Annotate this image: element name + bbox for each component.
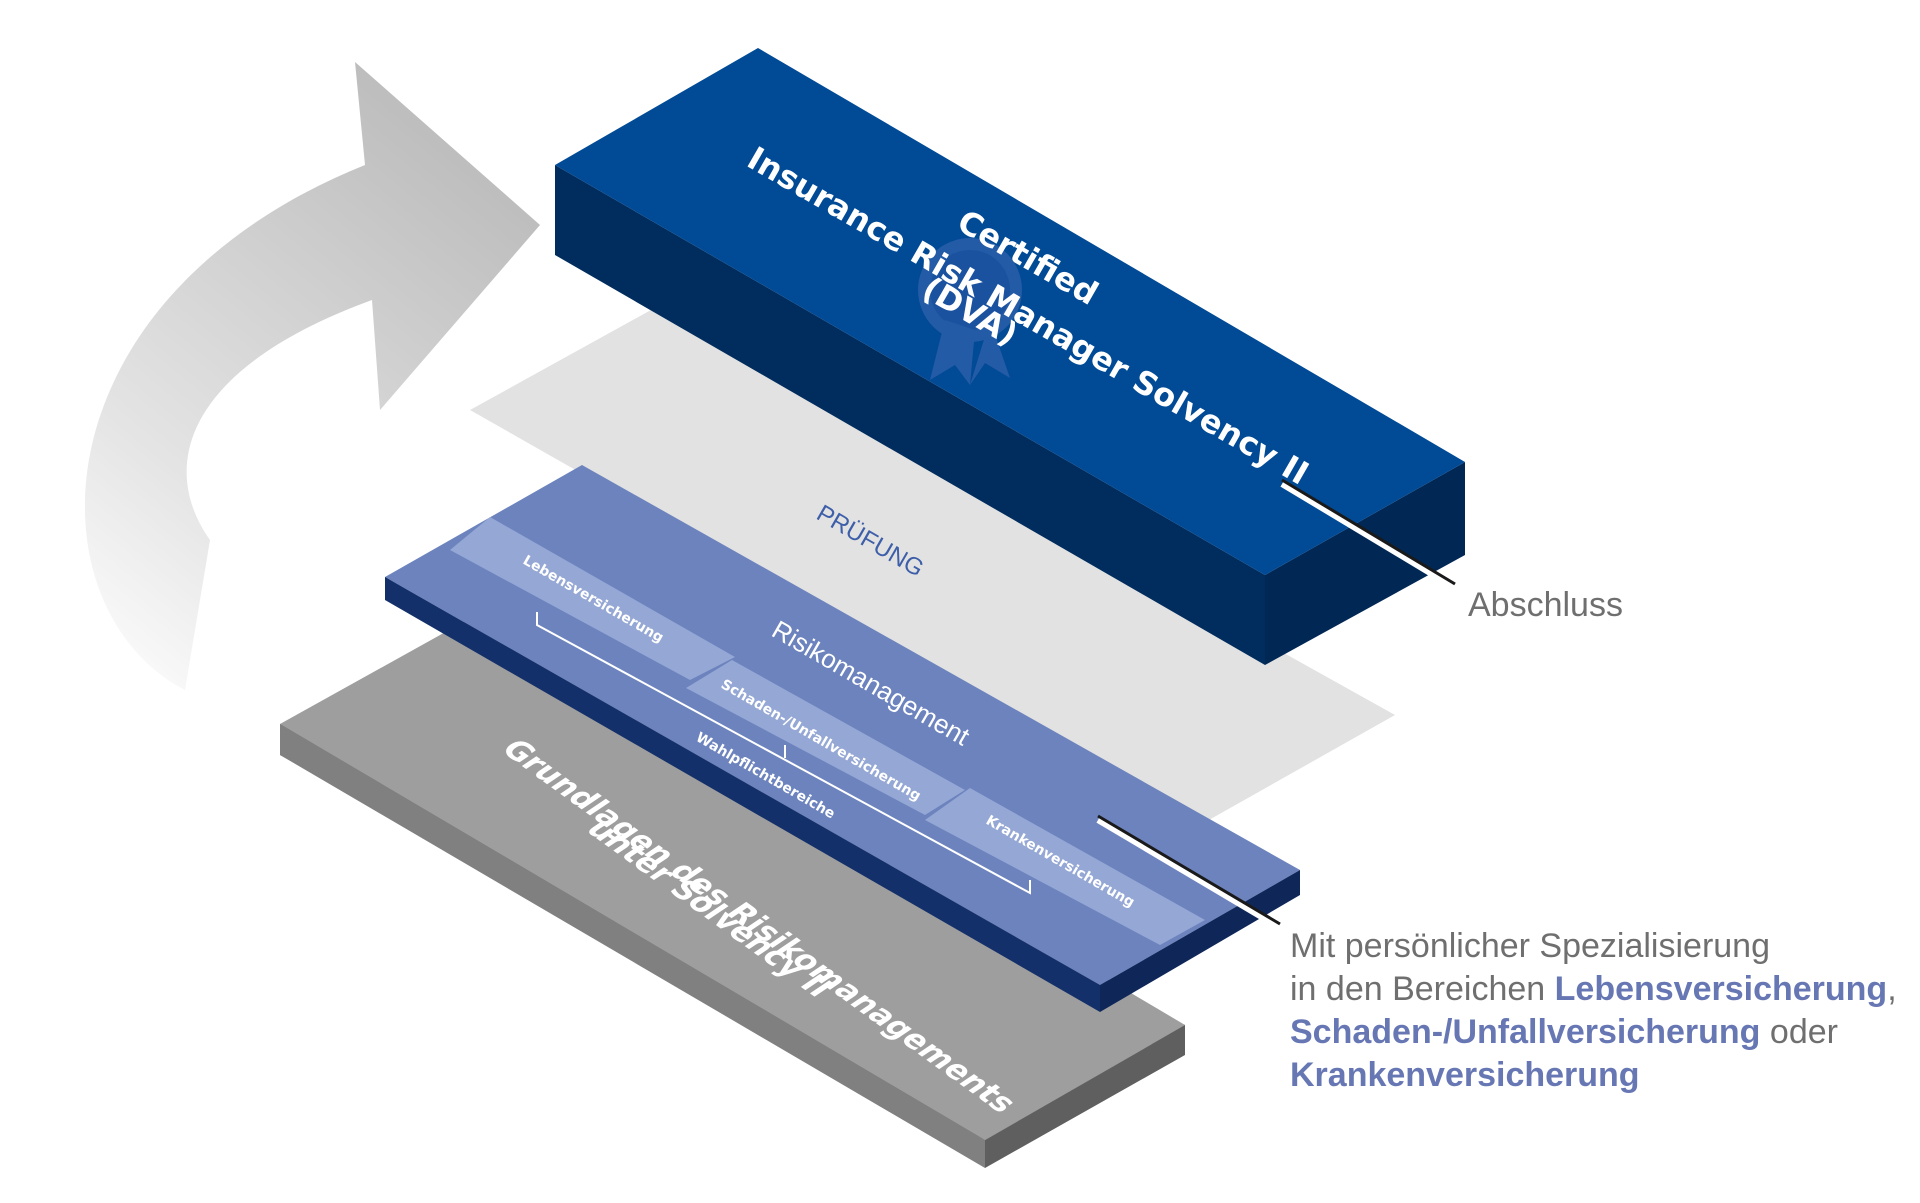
elective-box-leben xyxy=(450,517,735,680)
callout-bottom-line1: Mit persönlicher Spezialisierung xyxy=(1290,927,1771,965)
elective-boxes xyxy=(450,517,1205,945)
callout-bottom-line-white xyxy=(1096,817,1282,931)
callout-top-line-white xyxy=(1280,481,1457,591)
callout-top-line xyxy=(1281,478,1456,586)
curved-arrow-icon xyxy=(84,62,540,690)
electives-bracket xyxy=(536,612,1031,895)
callout-bottom-line xyxy=(1097,814,1281,926)
callout-bottom-line3: Schaden-/Unfallversicherung oder xyxy=(1290,1011,1897,1054)
highlight-leben: Lebensversicherung xyxy=(1554,970,1888,1008)
highlight-kranken: Krankenversicherung xyxy=(1290,1056,1640,1094)
elective-box-kranken xyxy=(925,788,1205,945)
rosette-seal-icon xyxy=(918,238,1022,385)
elective-box-schaden xyxy=(686,660,965,815)
callout-top-text: Abschluss xyxy=(1468,586,1623,624)
callout-sep2: oder xyxy=(1760,1013,1838,1051)
callout-bottom-text: Mit persönlicher Spezialisierung in den … xyxy=(1290,925,1897,1097)
highlight-schaden: Schaden-/Unfallversicherung xyxy=(1290,1013,1761,1051)
callout-prefix: in den Bereichen xyxy=(1290,970,1555,1008)
callout-bottom-line2: in den Bereichen Lebensversicherung, xyxy=(1290,968,1897,1011)
base-block xyxy=(280,610,1185,1168)
exam-plane xyxy=(470,305,1395,825)
callout-bottom-line4: Krankenversicherung xyxy=(1290,1054,1897,1097)
callout-sep1: , xyxy=(1887,970,1897,1008)
